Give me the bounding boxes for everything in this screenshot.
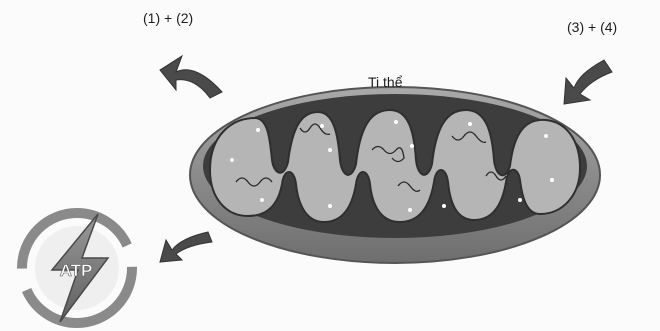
atp-badge: ATP bbox=[22, 213, 132, 323]
reactants-label: (3) + (4) bbox=[567, 19, 617, 35]
curved-arrow-down-left-icon bbox=[564, 60, 612, 104]
curved-arrow-down-left-icon bbox=[160, 232, 212, 262]
energy-label: ATP bbox=[60, 261, 93, 280]
organelle-label: Ti thể bbox=[368, 74, 403, 90]
curved-arrow-up-left-icon bbox=[160, 56, 222, 98]
products-label: (1) + (2) bbox=[143, 10, 193, 26]
mitochondrion bbox=[190, 87, 600, 263]
